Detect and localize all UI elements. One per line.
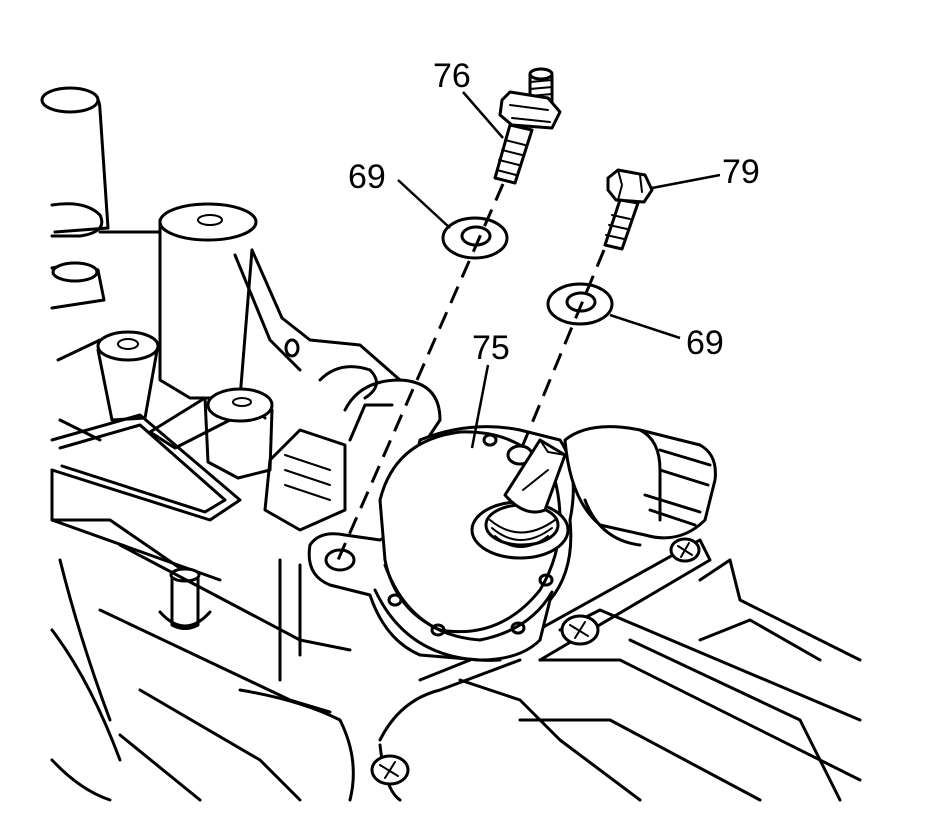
leader-lines bbox=[397, 91, 721, 449]
transmission-case bbox=[40, 86, 862, 802]
bolt-fastener bbox=[603, 168, 654, 251]
case-screw-3 bbox=[669, 537, 701, 563]
callout-69-upper: 69 bbox=[348, 158, 386, 196]
washer-upper bbox=[441, 216, 509, 260]
case-screw-1 bbox=[560, 614, 600, 646]
callout-79: 79 bbox=[722, 153, 760, 191]
park-neutral-switch bbox=[307, 425, 717, 662]
callout-75: 75 bbox=[472, 329, 510, 367]
callout-76: 76 bbox=[433, 57, 471, 95]
case-screw-2 bbox=[370, 754, 410, 786]
stud-fastener bbox=[493, 67, 562, 185]
callout-69-lower: 69 bbox=[686, 324, 724, 362]
alignment-lines bbox=[336, 183, 606, 561]
